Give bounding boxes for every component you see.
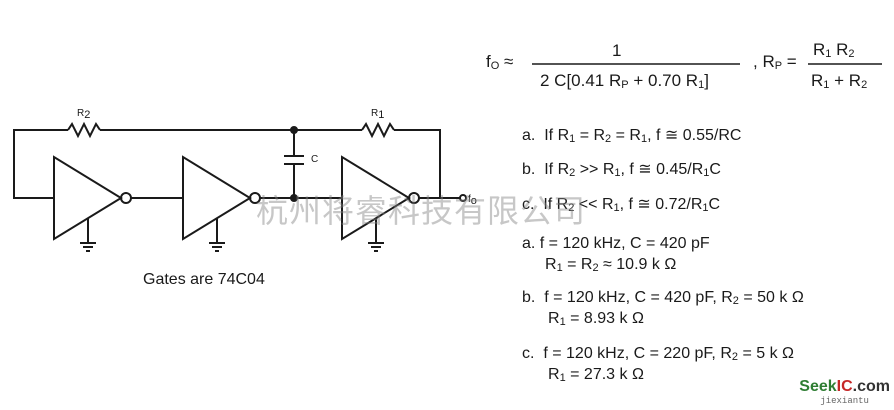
example-b-line1: b. f = 120 kHz, C = 420 pF, R2 = 50 k Ω [522,289,804,307]
r2-label: R2 [77,108,91,121]
junction-dot [290,126,298,134]
fo-denominator: 2 C[0.41 RP + 0.70 R1] [540,71,709,91]
r2-wire [13,129,68,199]
r1-label: R1 [371,108,385,121]
r2-resistor [67,121,101,139]
site-logo: SeekIC.com jiexiantu [799,378,890,406]
inverter-3-ground [368,218,384,252]
r1-wire-right [394,129,441,198]
r1-resistor [361,121,395,139]
logo-site: jiexiantu [820,396,869,406]
output-terminal [459,194,467,202]
example-b-line2: R1 = 8.93 k Ω [548,310,644,328]
example-c-line2: R1 = 27.3 k Ω [548,366,644,384]
rp-lhs: , RP = [753,52,797,72]
example-a-line1: a. f = 120 kHz, C = 420 pF [522,235,710,252]
example-a-line2: R1 = R2 ≈ 10.9 k Ω [545,256,677,274]
example-c-line1: c. f = 120 kHz, C = 220 pF, R2 = 5 k Ω [522,345,794,363]
caption: Gates are 74C04 [143,271,265,288]
fo-lhs: fO ≈ [486,52,514,72]
rp-denominator: R1 + R2 [811,71,868,91]
watermark: 杭州将睿科技有限公司 [256,192,587,230]
c-label: C [311,154,319,165]
rp-numerator: R1 R2 [813,40,855,60]
inverter-1-ground [80,218,96,252]
fo-numerator: 1 [612,41,622,60]
case-c: c. If R2 << R1, f ≅ 0.72/R1C [522,196,721,214]
case-a: a. If R1 = R2 = R1, f ≅ 0.55/RC [522,127,742,145]
inverter-2-ground [209,218,225,252]
case-b: b. If R2 >> R1, f ≅ 0.45/R1C [522,161,721,179]
logo-name: SeekIC.com [799,378,890,395]
output-label: fo [468,194,477,207]
